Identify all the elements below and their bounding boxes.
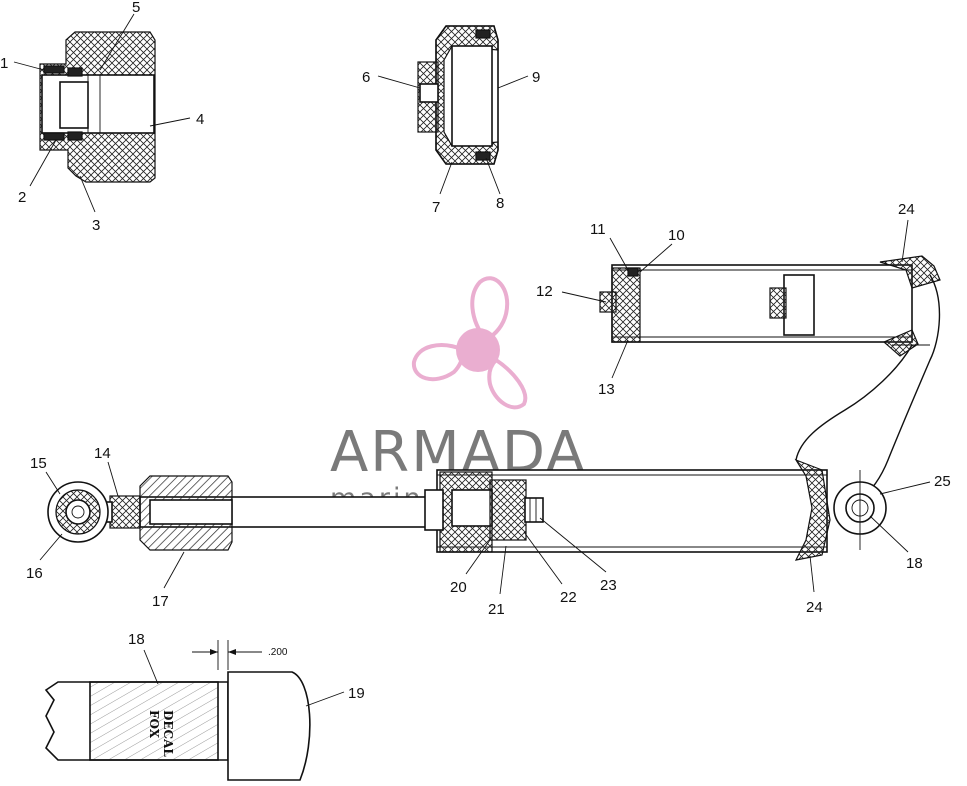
callout-15: 15 <box>30 455 47 472</box>
dimension-label: .200 <box>268 647 288 658</box>
decal-label: FOX DECAL <box>147 710 175 757</box>
linkage-arm <box>795 274 941 501</box>
decal-line-1: FOX <box>147 710 161 739</box>
callout-23: 23 <box>600 577 617 594</box>
callout-numbers: 1 2 3 4 5 6 7 8 9 10 11 12 13 14 15 16 1… <box>0 0 951 702</box>
callout-5: 5 <box>132 0 140 16</box>
callout-20: 20 <box>450 579 467 596</box>
shock-cylinder <box>436 458 831 561</box>
callout-11: 11 <box>590 221 606 238</box>
callout-16: 16 <box>26 565 43 582</box>
callout-8: 8 <box>496 195 504 212</box>
callout-18-detail: 18 <box>128 631 145 648</box>
leader-lines <box>13 13 931 707</box>
callout-24-bottom: 24 <box>806 599 823 616</box>
armada-logo <box>411 276 528 410</box>
callout-24-top: 24 <box>898 201 915 218</box>
callout-14: 14 <box>94 445 111 462</box>
callout-4: 4 <box>196 111 204 128</box>
reservoir-assembly <box>599 255 941 357</box>
piston-cap-assembly <box>417 25 499 165</box>
eye-end <box>47 481 141 543</box>
callout-18-mount: 18 <box>906 555 923 572</box>
callout-22: 22 <box>560 589 577 606</box>
seal-head-assembly <box>39 31 156 183</box>
decal-line-2: DECAL <box>161 710 175 757</box>
callout-9: 9 <box>532 69 540 86</box>
callout-3: 3 <box>92 217 100 234</box>
callout-13: 13 <box>598 381 615 398</box>
mount-eye <box>833 470 887 550</box>
callout-25: 25 <box>934 473 951 490</box>
callout-17: 17 <box>152 593 169 610</box>
callout-6: 6 <box>362 69 370 86</box>
rod-end-seal <box>139 475 233 551</box>
callout-21: 21 <box>488 601 505 618</box>
callout-7: 7 <box>432 199 440 216</box>
callout-19: 19 <box>348 685 365 702</box>
callout-2: 2 <box>18 189 26 206</box>
callout-1: 1 <box>0 55 8 72</box>
decal-detail <box>44 640 311 781</box>
callout-12: 12 <box>536 283 553 300</box>
callout-10: 10 <box>668 227 685 244</box>
